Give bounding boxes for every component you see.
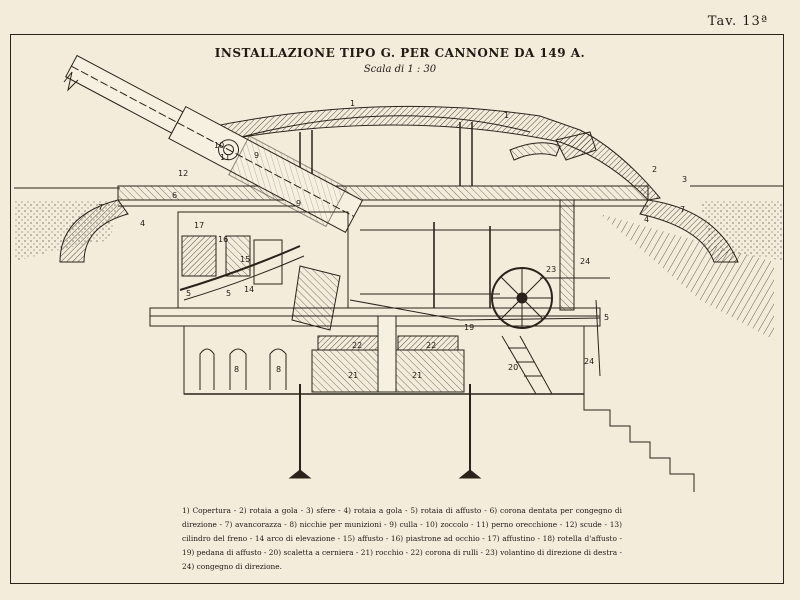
- label-8b: 8: [276, 365, 281, 374]
- recoil-cylinder: [291, 265, 341, 331]
- label-7a: 7: [98, 203, 103, 212]
- barrel-break: [63, 71, 79, 92]
- label-10: 10: [214, 141, 224, 150]
- label-1b: 1: [504, 111, 509, 120]
- affustino-block: [181, 235, 217, 277]
- label-4a: 4: [140, 219, 145, 228]
- label-8a: 8: [234, 365, 239, 374]
- plate-number: Tav. 13ª: [707, 14, 768, 29]
- copertura-dome: [204, 105, 661, 201]
- label-22b: 22: [426, 341, 436, 350]
- label-3: 3: [682, 175, 687, 184]
- label-12: 12: [178, 169, 188, 178]
- label-1a: 1: [350, 99, 355, 108]
- label-5c: 5: [604, 313, 609, 322]
- label-20: 20: [508, 363, 518, 372]
- elevation-arc: [179, 245, 301, 291]
- platform-deck: [149, 307, 601, 327]
- ring-rail: [117, 185, 649, 201]
- label-6: 6: [172, 191, 177, 200]
- label-2: 2: [652, 165, 657, 174]
- plate-frame: [10, 34, 784, 584]
- anchor-foot-left: [288, 469, 312, 479]
- label-5a: 5: [186, 289, 191, 298]
- direction-rod: [595, 299, 601, 377]
- nicchia-1: [199, 348, 215, 390]
- scude-flap: [509, 142, 561, 161]
- label-5b: 5: [226, 289, 231, 298]
- stepped-foundation: [583, 394, 695, 492]
- label-16: 16: [218, 235, 228, 244]
- dome-inner-arch: [229, 115, 531, 141]
- label-24a: 24: [580, 257, 590, 266]
- piastrone-block: [225, 235, 251, 277]
- barrel-axis: [71, 65, 178, 123]
- plate-scale: Scala di 1 : 30: [363, 64, 437, 75]
- trunnion: [218, 139, 240, 161]
- label-14: 14: [244, 285, 254, 294]
- affusto-plate: [253, 239, 283, 285]
- elevation-arc-inner: [183, 255, 305, 301]
- anchor-foot-right: [458, 469, 482, 479]
- scaletta-rail-2: [519, 335, 553, 395]
- label-19: 19: [464, 323, 474, 332]
- label-17: 17: [194, 221, 204, 230]
- wheel-spoke-4: [500, 276, 544, 320]
- corona-rulli-left: [317, 335, 379, 351]
- rocchio-right: [391, 349, 465, 393]
- label-22a: 22: [352, 341, 362, 350]
- avancorazza-left: [59, 199, 129, 263]
- label-24b: 24: [584, 357, 594, 366]
- label-23: 23: [546, 265, 556, 274]
- scude-hinge: [555, 131, 597, 161]
- label-11: 11: [220, 153, 230, 162]
- label-21a: 21: [348, 371, 358, 380]
- label-4b: 4: [644, 215, 649, 224]
- label-15: 15: [240, 255, 250, 264]
- label-7b: 7: [680, 205, 685, 214]
- culla-cradle: [228, 135, 348, 228]
- scaletta-rail-1: [501, 335, 537, 395]
- congegno-column: [559, 199, 575, 311]
- pivot-column: [377, 315, 397, 393]
- label-9b: 9: [296, 199, 301, 208]
- deck-rail: [349, 299, 601, 321]
- rocchio-left: [311, 349, 385, 393]
- nicchia-2: [229, 348, 247, 390]
- legend-caption: 1) Copertura - 2) rotaia a gola - 3) sfe…: [182, 506, 622, 571]
- sloped-glacis: [600, 214, 774, 340]
- nicchia-3: [269, 348, 287, 390]
- label-21b: 21: [412, 371, 422, 380]
- trunnion-pin: [223, 144, 235, 156]
- plate-title: INSTALLAZIONE TIPO G. PER CANNONE DA 149…: [214, 46, 586, 60]
- label-9a: 9: [254, 151, 259, 160]
- stepped-foundation-fill: [584, 410, 700, 492]
